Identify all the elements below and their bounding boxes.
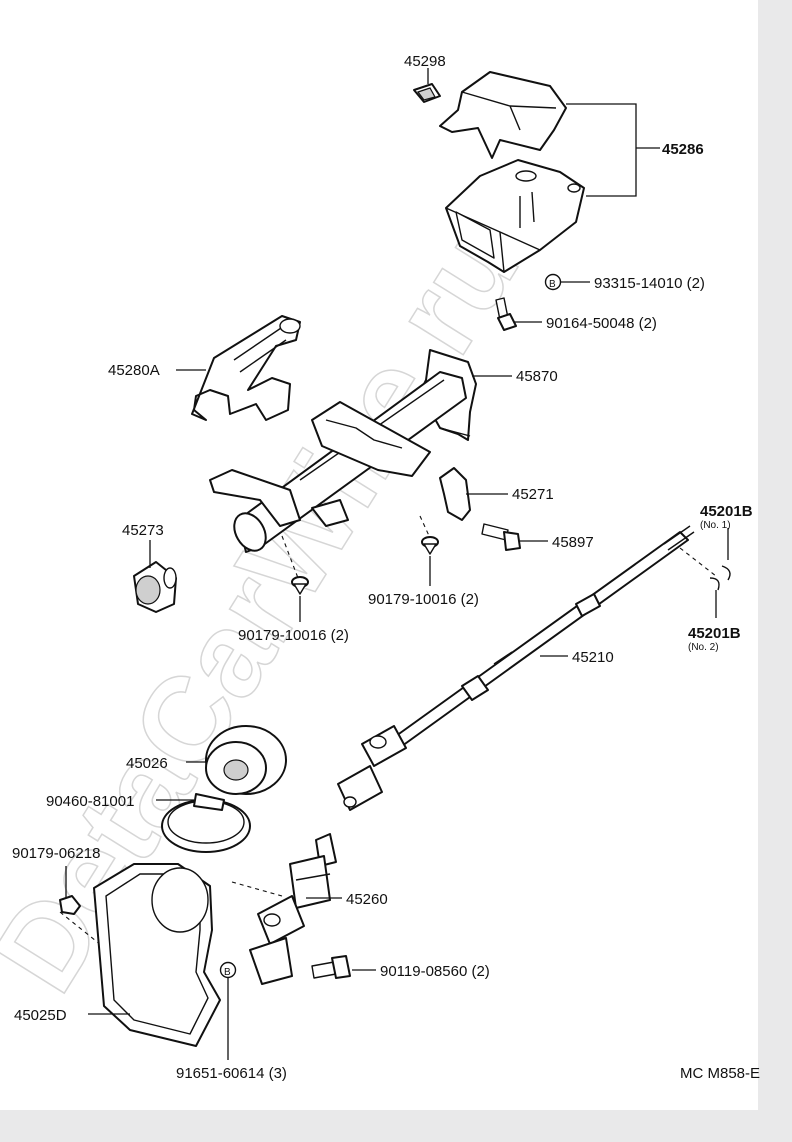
- part-45026-hole-cover: [205, 725, 287, 795]
- callout-45201B-no1-sub: (No. 1): [700, 520, 731, 531]
- callout-45271: 45271: [512, 486, 554, 503]
- dash-line-3: [679, 547, 717, 577]
- callout-45280A: 45280A: [108, 362, 160, 379]
- callout-45210: 45210: [572, 649, 614, 666]
- callout-91651-60614: 91651-60614 (3): [176, 1065, 287, 1082]
- part-45286-upper-cover: [439, 71, 567, 159]
- part-45897-pin: [481, 523, 521, 551]
- callout-90460-81001: 90460-81001: [46, 793, 134, 810]
- part-45280A-bracket: [191, 315, 301, 421]
- svg-text:B: B: [224, 967, 231, 978]
- callout-45286: 45286: [662, 141, 704, 158]
- callout-45201B-no1: 45201B: [700, 503, 753, 520]
- part-45298-clip: [413, 83, 441, 103]
- callout-90179-06218: 90179-06218: [12, 845, 100, 862]
- callout-45201B-no2: 45201B: [688, 625, 741, 642]
- leader-lines: [65, 68, 729, 1060]
- callout-45298: 45298: [404, 53, 446, 70]
- part-45201B-snap-ring-1: [721, 565, 731, 581]
- part-45870-column-tube: [209, 349, 477, 553]
- footer-diagram-code: MC M858-E: [680, 1065, 760, 1082]
- callout-90119-08560: 90119-08560 (2): [380, 963, 490, 980]
- dash-line-4: [231, 881, 283, 897]
- callout-45025D: 45025D: [14, 1007, 67, 1024]
- part-45271-stopper: [439, 467, 471, 521]
- callout-45273: 45273: [122, 522, 164, 539]
- part-90164-screw: [495, 297, 517, 331]
- part-90179-clip-right: [421, 536, 439, 555]
- svg-text:B: B: [549, 279, 556, 290]
- part-90460-band-clamp: [161, 793, 251, 853]
- part-90179-clip-left: [291, 576, 309, 595]
- callout-90179-10016-left: 90179-10016 (2): [238, 627, 349, 644]
- callout-45870: 45870: [516, 368, 558, 385]
- part-93315-screw: B: [544, 273, 562, 291]
- part-45210-main-shaft: [337, 525, 695, 811]
- callout-45897: 45897: [552, 534, 594, 551]
- part-91651-bolt-badge: B: [219, 961, 237, 979]
- part-45286-lower-cover: [445, 159, 585, 273]
- callout-90164-50048: 90164-50048 (2): [546, 315, 657, 332]
- part-45201B-snap-ring-2: [709, 577, 720, 591]
- callout-45201B-no2-sub: (No. 2): [688, 642, 719, 653]
- callout-45260: 45260: [346, 891, 388, 908]
- callout-45026: 45026: [126, 755, 168, 772]
- part-90119-bolt: [311, 955, 351, 979]
- dash-line-2: [419, 515, 431, 539]
- part-45260-intermediate-shaft: [249, 833, 337, 985]
- callout-93315-14010: 93315-14010 (2): [594, 275, 705, 292]
- callout-90179-10016-right: 90179-10016 (2): [368, 591, 479, 608]
- part-90179-06218-nut: [59, 895, 81, 915]
- part-45273-bushing: [133, 561, 177, 613]
- part-45025D-seal: [93, 863, 221, 1047]
